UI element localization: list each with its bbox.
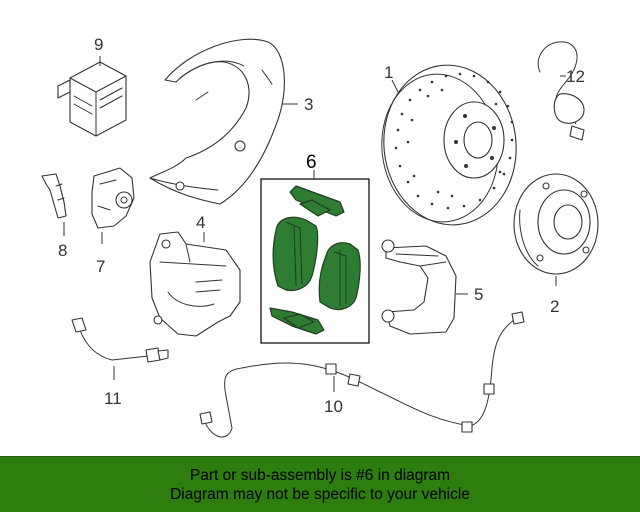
info-banner: Part or sub-assembly is #6 in diagram Di… [0, 456, 640, 512]
callout-10[interactable]: 10 [324, 397, 343, 416]
callout-2[interactable]: 2 [550, 297, 559, 316]
part-7-bracket[interactable] [91, 167, 135, 229]
part-3-dust-shield[interactable] [149, 38, 285, 205]
part-6-brake-pad-set[interactable] [260, 178, 370, 344]
callout-11[interactable]: 11 [104, 389, 122, 408]
part-5-caliper-carrier[interactable] [381, 239, 457, 335]
rotor-drill-pattern [394, 72, 514, 210]
banner-line-1: Part or sub-assembly is #6 in diagram [189, 466, 451, 484]
part-12-abs-sensor[interactable] [537, 41, 585, 141]
banner-line-2: Diagram may not be specific to your vehi… [170, 485, 470, 503]
parts-diagram: 9 3 8 7 4 11 [41, 35, 599, 438]
part-11-wear-sensor[interactable] [71, 317, 169, 363]
callout-1[interactable]: 1 [384, 63, 393, 82]
callout-8[interactable]: 8 [58, 241, 67, 260]
callout-4[interactable]: 4 [196, 213, 205, 232]
part-2-wheel-hub[interactable] [513, 173, 599, 275]
part-8-wire-clip[interactable] [41, 173, 67, 219]
callout-7[interactable]: 7 [96, 257, 105, 276]
part-1-rotor[interactable] [375, 59, 524, 232]
callout-9[interactable]: 9 [94, 35, 103, 54]
part-6-highlight-box [260, 178, 370, 344]
part-4-caliper[interactable] [149, 231, 241, 337]
callout-3[interactable]: 3 [304, 95, 313, 114]
callout-5[interactable]: 5 [474, 285, 483, 304]
part-9-control-module[interactable] [57, 61, 127, 137]
part-10-sensor-cable[interactable] [199, 311, 525, 438]
callout-12[interactable]: 12 [566, 67, 585, 86]
callout-6[interactable]: 6 [306, 152, 317, 173]
